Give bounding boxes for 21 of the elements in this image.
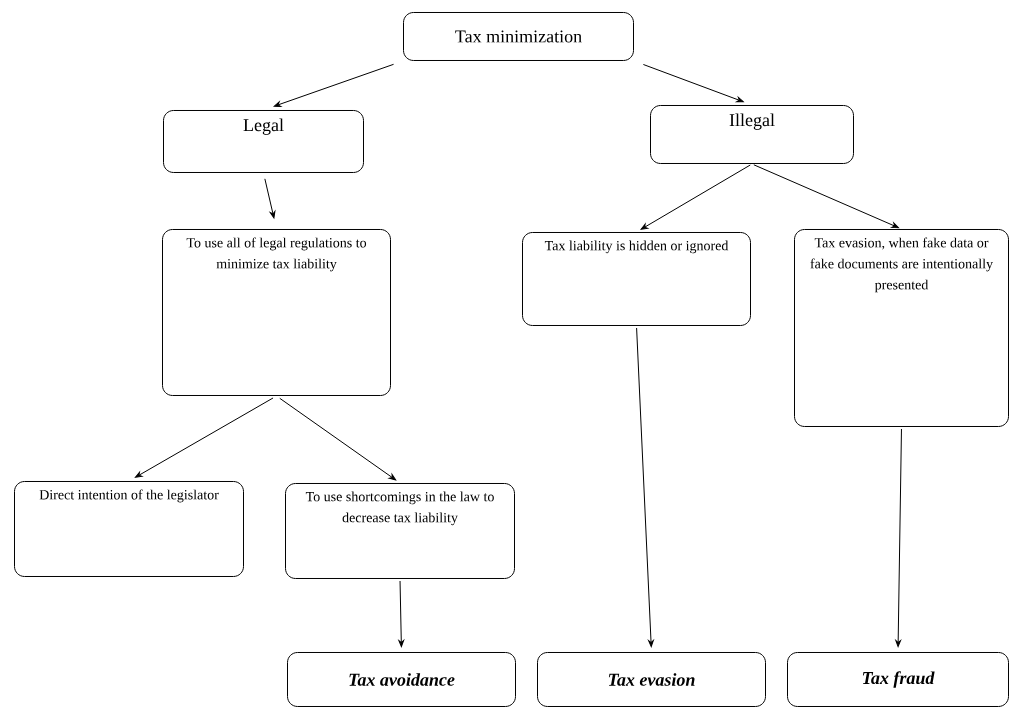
arrow: [134, 397, 274, 478]
root-box: Tax minimization: [403, 12, 634, 61]
description-box: Tax liability is hidden or ignored: [522, 232, 751, 326]
category-box: Illegal: [650, 105, 854, 164]
arrow: [279, 397, 397, 481]
arrow: [640, 164, 751, 230]
outcome-box: Tax evasion: [537, 652, 766, 707]
outcome-box: Tax fraud: [787, 652, 1009, 707]
arrow: [273, 63, 395, 107]
arrow: [636, 327, 654, 648]
description-box: To use shortcomings in the law to decrease tax liability: [285, 483, 515, 579]
category-box: Legal: [163, 110, 364, 173]
description-box: Direct intention of the legislator: [14, 481, 244, 577]
description-box: To use all of legal regulations to minimize tax liability: [162, 229, 391, 396]
outcome-box: Tax avoidance: [287, 652, 516, 707]
description-box: Tax evasion, when fake data or fake documents are intentionally presented: [794, 229, 1009, 427]
arrow: [895, 428, 902, 648]
arrow: [753, 164, 899, 229]
arrow: [642, 64, 744, 103]
arrow: [398, 580, 405, 648]
arrow: [264, 178, 276, 219]
